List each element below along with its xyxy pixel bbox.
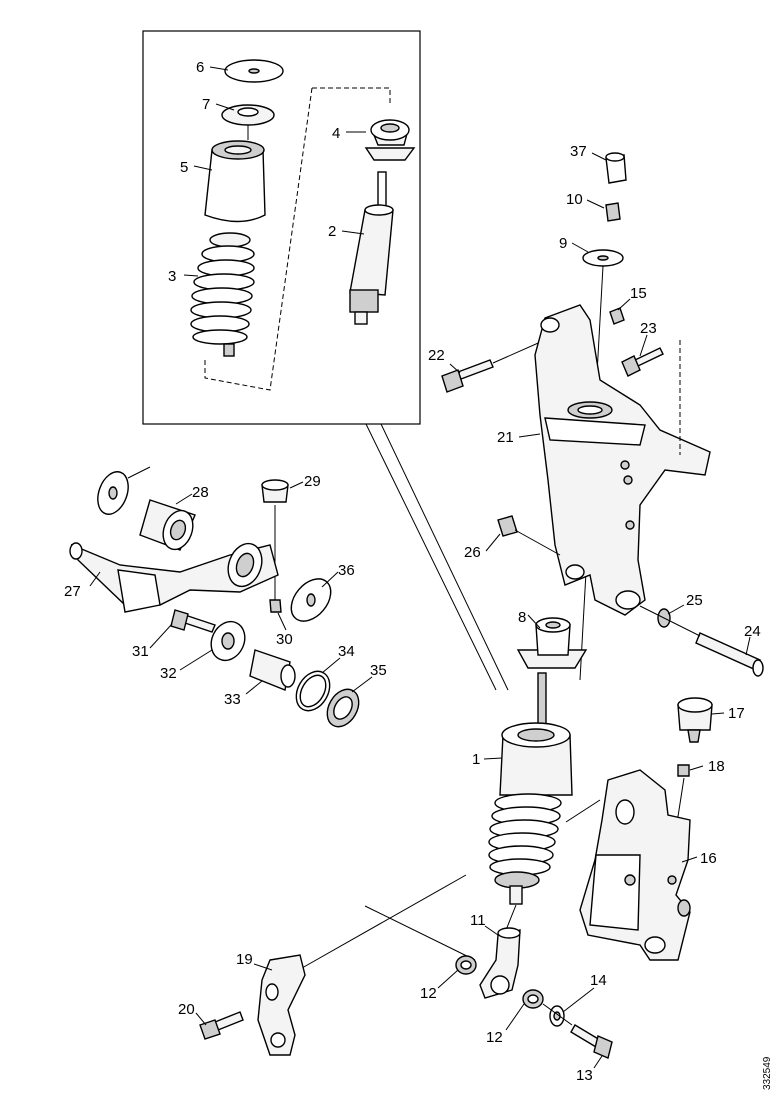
part-36-washer-right xyxy=(290,578,332,622)
callout-11: 11 xyxy=(470,912,486,929)
callout-14: 14 xyxy=(590,972,607,989)
leader-lines xyxy=(89,66,751,1069)
callout-27: 27 xyxy=(64,583,81,600)
part-2-inner-damper xyxy=(349,171,394,325)
callout-18: 18 xyxy=(708,758,725,775)
callout-8: 8 xyxy=(518,609,526,626)
part-7-mount-washer xyxy=(221,104,275,140)
part-23-bolt xyxy=(621,347,664,377)
callout-21: 21 xyxy=(497,429,514,446)
part-26-nut xyxy=(497,515,518,537)
part-14-washer xyxy=(549,1005,565,1027)
callout-7: 7 xyxy=(202,96,210,113)
part-22-bolt xyxy=(441,359,494,393)
callout-31: 31 xyxy=(132,643,149,660)
part-11-fork xyxy=(479,927,521,999)
callout-3: 3 xyxy=(168,268,176,285)
part-21-upper-bracket xyxy=(534,304,711,616)
part-4-upper-mount xyxy=(364,119,416,161)
callout-5: 5 xyxy=(180,159,188,176)
callout-16: 16 xyxy=(700,850,717,867)
callout-28: 28 xyxy=(192,484,209,501)
part-20-bolt xyxy=(199,1011,244,1040)
callout-36-right: 36 xyxy=(338,562,355,579)
part-16-lower-bracket xyxy=(579,769,691,961)
part-37-cap xyxy=(605,152,627,184)
part-1-strut xyxy=(488,672,573,905)
callout-12-right: 12 xyxy=(486,1029,503,1046)
part-29-rubber-mount xyxy=(261,479,289,503)
part-6-top-plate xyxy=(224,59,284,83)
callout-19: 19 xyxy=(236,951,253,968)
part-30-nut xyxy=(269,599,282,613)
part-24-bolt xyxy=(695,632,764,677)
callout-26: 26 xyxy=(464,544,481,561)
part-13-bolt xyxy=(570,1024,613,1059)
callout-12-left: 12 xyxy=(420,985,437,1002)
part-18-nut xyxy=(677,764,690,777)
callout-22: 22 xyxy=(428,347,445,364)
part-35-seal xyxy=(326,688,360,728)
callout-24: 24 xyxy=(744,623,761,640)
callout-6: 6 xyxy=(196,59,204,76)
callout-37: 37 xyxy=(570,143,587,160)
part-10-nut xyxy=(605,202,621,222)
part-31-bolt xyxy=(170,609,216,633)
part-28-bushing xyxy=(139,499,196,551)
part-3-coil-spring xyxy=(190,232,255,357)
callout-10: 10 xyxy=(566,191,583,208)
part-9-washer xyxy=(582,249,624,267)
part-33-sleeve xyxy=(249,649,296,691)
part-17-rubber-mount xyxy=(677,697,713,743)
callout-35: 35 xyxy=(370,662,387,679)
callout-32: 32 xyxy=(160,665,177,682)
part-12-bushing-left xyxy=(455,955,477,975)
part-38-washer xyxy=(97,471,129,515)
part-34-ring xyxy=(295,670,331,712)
callout-15: 15 xyxy=(630,285,647,302)
figure-reference-number: 332549 xyxy=(762,1056,773,1090)
part-12-bushing-right xyxy=(522,989,544,1009)
inset-detail-box xyxy=(142,30,509,691)
callout-labels: 6 7 5 3 4 2 37 10 9 15 23 22 21 26 25 24… xyxy=(64,59,761,1084)
callout-17: 17 xyxy=(728,705,745,722)
callout-13: 13 xyxy=(576,1067,593,1084)
callout-4: 4 xyxy=(332,125,340,142)
callout-30: 30 xyxy=(276,631,293,648)
callout-33: 33 xyxy=(224,691,241,708)
part-19-lower-bracket xyxy=(257,954,306,1056)
part-5-dust-boot xyxy=(204,140,266,223)
callout-20: 20 xyxy=(178,1001,195,1018)
callout-29: 29 xyxy=(304,473,321,490)
callout-1: 1 xyxy=(472,751,480,768)
callout-25: 25 xyxy=(686,592,703,609)
callout-23: 23 xyxy=(640,320,657,337)
callout-9: 9 xyxy=(559,235,567,252)
callout-2: 2 xyxy=(328,223,336,240)
callout-34: 34 xyxy=(338,643,355,660)
part-32-bushing xyxy=(210,620,246,662)
part-15-nut xyxy=(609,307,625,325)
part-27-control-arm xyxy=(69,542,279,613)
part-8-strut-mount xyxy=(516,617,588,669)
